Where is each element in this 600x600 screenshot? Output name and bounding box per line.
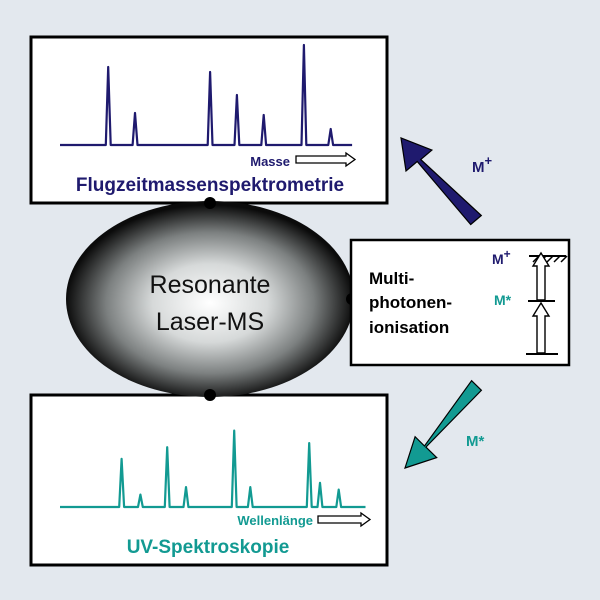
ion-arrow-up-icon: [400, 137, 483, 226]
resonant-laser-ms-node: Resonante Laser-MS: [66, 201, 354, 397]
multiphoton-frame: [349, 238, 571, 367]
ionization-arrow-upper-icon: [531, 251, 551, 301]
mass-spectrum-panel: Masse Flugzeitmassenspektrometrie: [29, 35, 389, 205]
excited-arrow-down-icon: [404, 379, 483, 469]
uv-spectrum-panel: Wellenlänge UV-Spektroskopie: [29, 393, 389, 567]
wavelength-axis-arrow-icon: [317, 511, 372, 528]
multiphoton-ionization-box: Multi- photonen- ionisation M+ M*: [349, 238, 571, 367]
wavelength-axis-label: Wellenlänge: [237, 513, 313, 528]
center-label-line1: Resonante: [150, 271, 271, 299]
lower-level-label: M*: [494, 292, 512, 308]
resonant-laser-ms-ellipse: [66, 201, 354, 397]
mass-spectrum-line: [60, 43, 353, 147]
multiphoton-label-line2: photonen-: [369, 293, 452, 312]
uv-spectrum-title: UV-Spektroskopie: [127, 537, 290, 558]
center-label-line2: Laser-MS: [156, 308, 264, 336]
excited-arrow-label: M*: [466, 433, 484, 450]
multiphoton-label-line1: Multi-: [369, 269, 414, 288]
upper-level-label: M+: [492, 247, 511, 267]
multiphoton-label-line3: ionisation: [369, 318, 449, 337]
excitation-arrow-lower-icon: [531, 301, 551, 354]
connector-dot-bottom: [204, 389, 216, 401]
ion-arrow-label: M+: [472, 153, 493, 176]
mass-spectrum-title: Flugzeitmassenspektrometrie: [76, 175, 344, 196]
uv-spectrum-frame: [29, 393, 389, 567]
mass-axis-arrow-icon: [295, 151, 357, 168]
mass-axis-label: Masse: [250, 154, 290, 169]
connector-dot-top: [204, 197, 216, 209]
uv-spectrum-line: [60, 429, 366, 509]
